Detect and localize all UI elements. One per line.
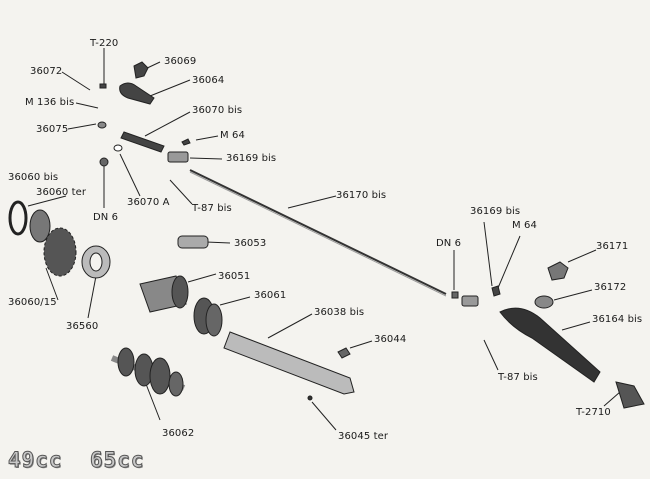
double-gear-part bbox=[205, 303, 223, 337]
leader-line bbox=[61, 71, 91, 91]
nut-part bbox=[99, 157, 109, 167]
leader-line bbox=[553, 289, 593, 301]
part-label-t2710: T-2710 bbox=[576, 407, 611, 418]
part-label-t87bis-top: T-87 bis bbox=[192, 203, 232, 214]
part-label-36060ter: 36060 ter bbox=[36, 187, 87, 198]
ring-part bbox=[534, 295, 554, 309]
leader-line bbox=[497, 235, 521, 289]
leader-line bbox=[287, 195, 337, 209]
part-label-36171: 36171 bbox=[596, 241, 629, 252]
selector-arm-part bbox=[499, 307, 601, 383]
part-label-36044: 36044 bbox=[374, 334, 407, 345]
part-label-36064: 36064 bbox=[192, 75, 225, 86]
leader-line bbox=[75, 102, 99, 109]
knob-part bbox=[615, 381, 645, 409]
part-label-36172: 36172 bbox=[594, 282, 627, 293]
leader-line bbox=[567, 249, 597, 263]
bolt-part bbox=[547, 261, 569, 281]
leader-line bbox=[45, 267, 59, 301]
tube-part bbox=[177, 235, 209, 249]
leader-line bbox=[195, 135, 219, 141]
leader-line bbox=[67, 123, 97, 130]
layshaft-gear-part bbox=[117, 347, 135, 377]
part-label-36164bis: 36164 bis bbox=[592, 314, 643, 325]
leader-line bbox=[267, 313, 313, 339]
part-label-36060-15: 36060/15 bbox=[8, 297, 57, 308]
part-label-36062: 36062 bbox=[162, 428, 195, 439]
part-label-36170bis: 36170 bis bbox=[336, 190, 387, 201]
leader-line bbox=[349, 340, 373, 349]
leader-line bbox=[149, 79, 191, 97]
leader-line bbox=[144, 111, 191, 137]
part-label-36060bis: 36060 bis bbox=[8, 172, 59, 183]
bush-bore bbox=[89, 252, 103, 272]
leader-line bbox=[561, 321, 591, 331]
part-label-36051: 36051 bbox=[218, 271, 251, 282]
layshaft-gear-part bbox=[168, 371, 184, 397]
part-label-m64-top: M 64 bbox=[220, 130, 245, 141]
leader-line bbox=[119, 153, 141, 197]
nut-part bbox=[451, 291, 459, 299]
ring-part bbox=[113, 144, 123, 152]
part-label-m64-right: M 64 bbox=[512, 220, 537, 231]
long-shaft-shadow bbox=[189, 171, 447, 297]
part-label-36169bis-right: 36169 bis bbox=[470, 206, 521, 217]
long-shaft-part bbox=[189, 169, 447, 295]
engine-size-65cc: 65cc bbox=[90, 448, 145, 473]
lever-part bbox=[119, 82, 155, 105]
part-label-36560: 36560 bbox=[66, 321, 99, 332]
screw-part bbox=[133, 61, 149, 79]
small-screw-part bbox=[491, 285, 501, 297]
small-pin-part bbox=[99, 83, 107, 89]
part-label-t87bis-right: T-87 bis bbox=[498, 372, 538, 383]
part-label-36069: 36069 bbox=[164, 56, 197, 67]
sleeve-part bbox=[167, 151, 189, 163]
circlip-part bbox=[8, 200, 28, 236]
part-label-dn6-left: DN 6 bbox=[93, 212, 119, 223]
leader-line bbox=[189, 157, 223, 160]
part-label-36075: 36075 bbox=[36, 124, 69, 135]
gear-teeth-part bbox=[171, 275, 189, 309]
engine-size-49cc: 49cc bbox=[8, 448, 63, 473]
part-label-36038bis: 36038 bis bbox=[314, 307, 365, 318]
leader-line bbox=[483, 221, 493, 287]
main-shaft-part bbox=[223, 331, 355, 395]
leader-line bbox=[219, 296, 251, 306]
part-label-36169bis-top: 36169 bis bbox=[226, 153, 277, 164]
leader-line bbox=[603, 391, 621, 407]
part-label-m136bis: M 136 bis bbox=[25, 97, 75, 108]
leader-line bbox=[311, 401, 337, 431]
layshaft-gear-part bbox=[149, 357, 171, 395]
washer-part bbox=[97, 121, 107, 129]
leader-line bbox=[169, 179, 193, 205]
leader-line bbox=[205, 241, 231, 244]
small-screw-part bbox=[181, 138, 191, 146]
part-label-36072: 36072 bbox=[30, 66, 63, 77]
leader-line bbox=[87, 275, 97, 319]
key-part bbox=[337, 347, 351, 359]
part-label-36070bis: 36070 bis bbox=[192, 105, 243, 116]
rod-part bbox=[120, 131, 165, 153]
part-label-36053: 36053 bbox=[234, 238, 267, 249]
leader-line bbox=[145, 383, 161, 421]
part-label-36061: 36061 bbox=[254, 290, 287, 301]
leader-line bbox=[187, 273, 217, 283]
sleeve-part bbox=[461, 295, 479, 307]
leader-line bbox=[27, 195, 67, 207]
leader-line bbox=[483, 339, 499, 371]
part-label-36045ter: 36045 ter bbox=[338, 431, 389, 442]
part-label-t220: T-220 bbox=[90, 38, 119, 49]
spacer-part bbox=[29, 209, 51, 243]
small-ball-part bbox=[307, 395, 313, 401]
part-label-36070a: 36070 A bbox=[127, 197, 170, 208]
sprocket-part bbox=[43, 227, 77, 277]
part-label-dn6-right: DN 6 bbox=[436, 238, 462, 249]
